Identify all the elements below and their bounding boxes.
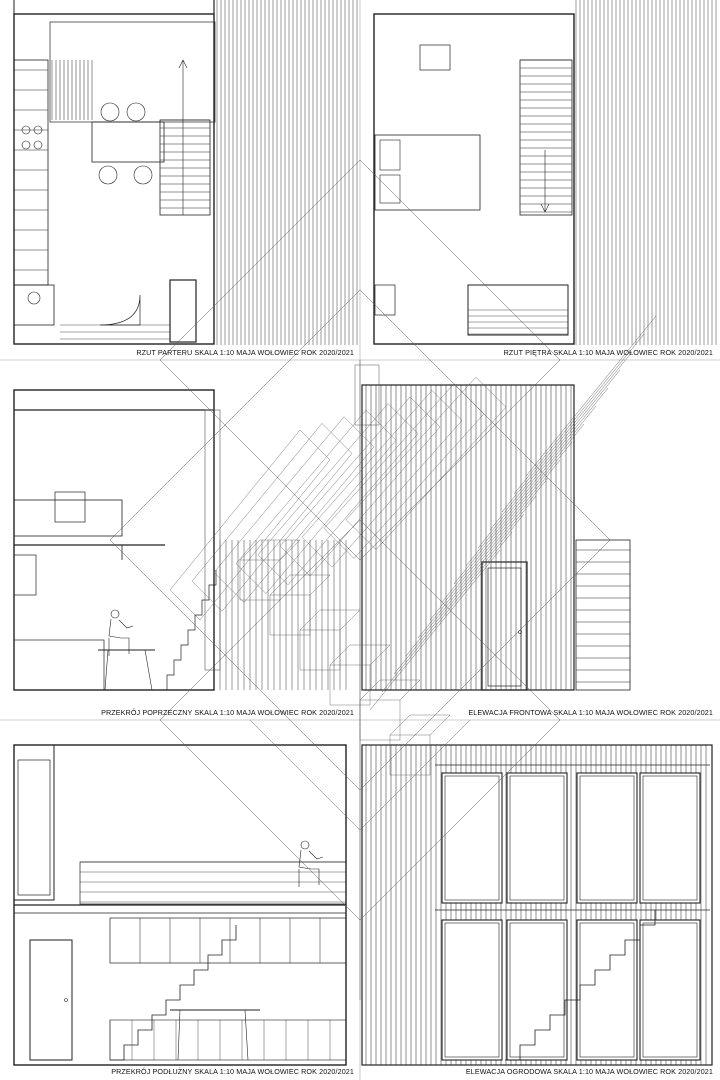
garden-elevation	[361, 744, 713, 1066]
plan-ground-floor	[13, 0, 717, 345]
caption-front-elevation: ELEWACJA FRONTOWA SKALA 1:10 MAJA WOŁOWI…	[468, 708, 713, 717]
plan-upper-floor	[373, 13, 575, 345]
axonometric-overlay	[109, 159, 657, 1000]
caption-upper-floor-plan: RZUT PIĘTRA SKALA 1:10 MAJA WOŁOWIEC ROK…	[503, 348, 713, 357]
caption-longitudinal-section: PRZEKRÓJ PODŁUŻNY SKALA 1:10 MAJA WOŁOWI…	[111, 1067, 354, 1076]
longitudinal-section	[13, 744, 347, 1066]
caption-cross-section: PRZEKRÓJ POPRZECZNY SKALA 1:10 MAJA WOŁO…	[101, 708, 354, 717]
caption-garden-elevation: ELEWACJA OGRODOWA SKALA 1:10 MAJA WOŁOWI…	[465, 1067, 713, 1076]
caption-ground-floor-plan: RZUT PARTERU SKALA 1:10 MAJA WOŁOWIEC RO…	[136, 348, 354, 357]
front-elevation	[361, 384, 631, 691]
